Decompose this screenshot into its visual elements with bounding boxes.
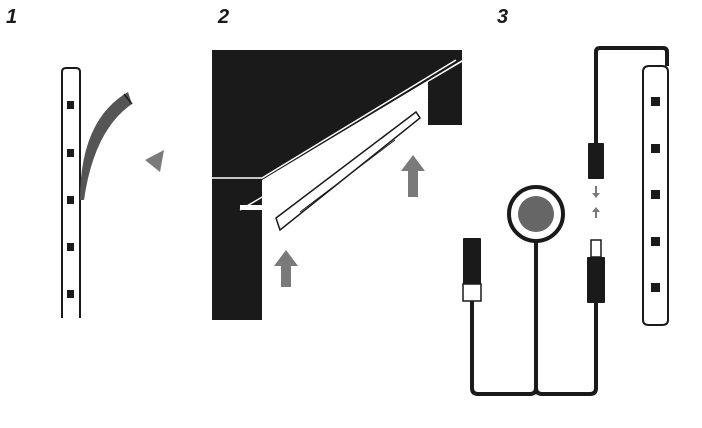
adhesive-backing-edge — [123, 93, 133, 105]
led-chip — [651, 237, 660, 246]
step3-illustration — [462, 46, 669, 396]
lower-connector — [587, 257, 605, 303]
led-chip — [651, 283, 660, 292]
strip-detail — [299, 139, 396, 213]
shelf-leg-left-side — [240, 210, 262, 320]
led-chip — [67, 290, 74, 298]
led-chip — [67, 196, 74, 204]
led-chip — [67, 101, 74, 109]
shelf-leg-left — [212, 180, 240, 320]
connect-arrows-icon — [592, 186, 600, 218]
top-wire — [594, 46, 669, 143]
lower-connector-pin — [590, 239, 602, 258]
shelf-underside-outline — [239, 99, 429, 211]
shelf-top-highlight — [212, 59, 457, 179]
led-chip — [651, 190, 660, 199]
mounted-led-strip — [275, 110, 422, 232]
led-chip — [67, 149, 74, 157]
step2-illustration — [212, 50, 462, 320]
upper-connector — [588, 143, 604, 179]
button-switch-face — [518, 196, 554, 232]
shelf-body — [212, 50, 462, 180]
up-arrow-icon — [274, 250, 298, 287]
step-number-1: 1 — [6, 6, 18, 28]
up-arrow-icon — [401, 155, 425, 197]
shelf-leg-right — [428, 62, 462, 125]
step-number-2: 2 — [218, 6, 230, 28]
usb-plug — [463, 238, 481, 284]
usb-plug-tip — [462, 283, 482, 302]
led-chip — [651, 97, 660, 106]
step1-illustration — [61, 67, 164, 318]
usb-wire — [470, 241, 538, 396]
peel-arrow-icon — [145, 150, 164, 172]
adhesive-backing — [80, 92, 132, 200]
led-chip — [651, 144, 660, 153]
step-number-3: 3 — [497, 6, 509, 28]
led-chip — [67, 243, 74, 251]
connector-wire — [534, 303, 598, 396]
led-strip-1 — [61, 67, 81, 318]
